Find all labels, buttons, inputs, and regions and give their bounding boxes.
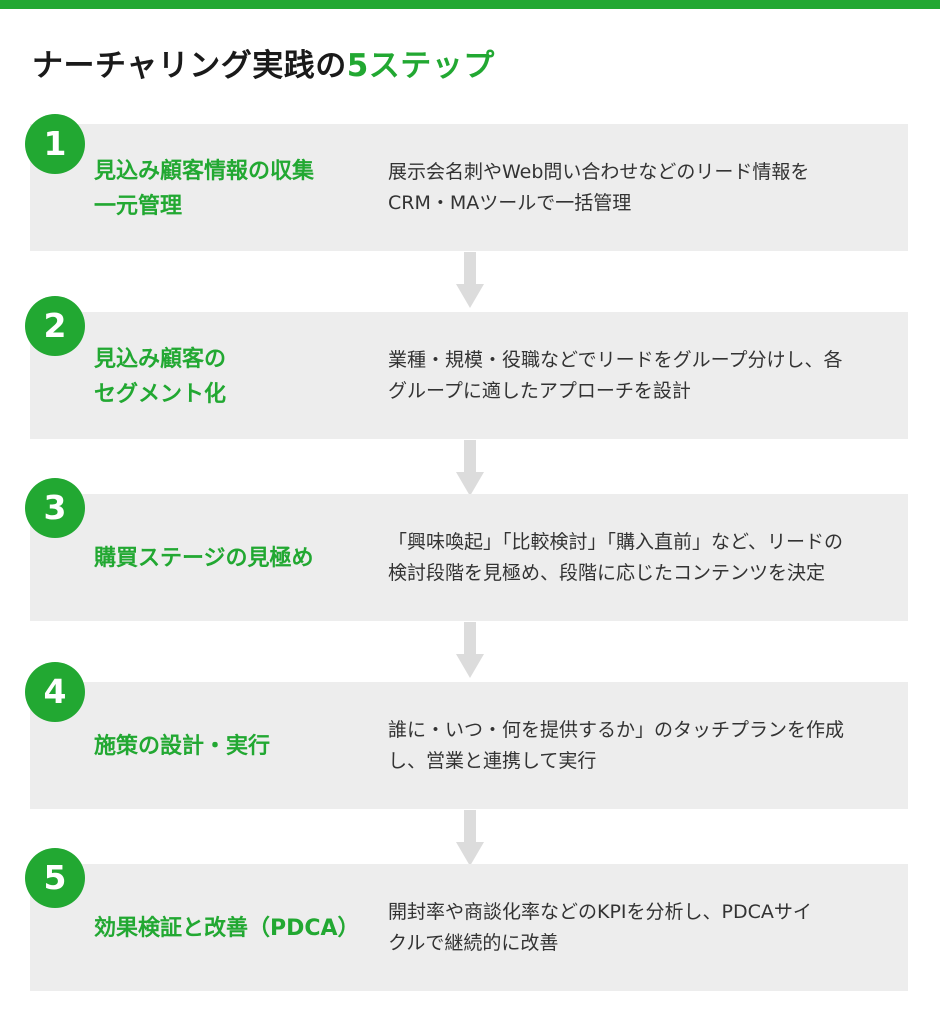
arrow-down-icon — [456, 622, 484, 678]
step-2-box: 見込み顧客の セグメント化 業種・規模・役職などでリードをグループ分けし、各 グ… — [30, 312, 908, 439]
top-accent-bar — [0, 0, 940, 9]
step-4-badge: 4 — [25, 662, 85, 722]
step-3-description: 「興味喚起」「比較検討」「購入直前」など、リードの 検討段階を見極め、段階に応じ… — [388, 531, 844, 584]
step-1-title: 見込み顧客情報の収集 一元管理 — [94, 159, 315, 219]
page-title-accent: 5ステップ — [346, 48, 495, 84]
arrow-down-icon — [456, 810, 484, 866]
page-title-main: ナーチャリング実践の — [32, 48, 347, 84]
step-1-description: 展示会名刺やWeb問い合わせなどのリード情報を CRM・MAツールで一括管理 — [388, 161, 810, 214]
step-1-badge: 1 — [25, 114, 85, 174]
step-2-badge: 2 — [25, 296, 85, 356]
step-4-box: 施策の設計・実行 誰に・いつ・何を提供するか」のタッチプランを作成 し、営業と連… — [30, 682, 908, 809]
step-5-box: 効果検証と改善（PDCA） 開封率や商談化率などのKPIを分析し、PDCAサイ … — [30, 864, 908, 991]
step-3-title: 購買ステージの見極め — [94, 546, 314, 572]
arrow-down-icon — [456, 252, 484, 308]
step-1-box: 見込み顧客情報の収集 一元管理 展示会名刺やWeb問い合わせなどのリード情報を … — [30, 124, 908, 251]
step-3-box: 購買ステージの見極め 「興味喚起」「比較検討」「購入直前」など、リードの 検討段… — [30, 494, 908, 621]
step-5-description: 開封率や商談化率などのKPIを分析し、PDCAサイ クルで継続的に改善 — [388, 901, 812, 954]
step-3-badge: 3 — [25, 478, 85, 538]
step-4-title: 施策の設計・実行 — [94, 734, 271, 760]
step-2-description: 業種・規模・役職などでリードをグループ分けし、各 グループに適したアプローチを設… — [388, 349, 843, 402]
step-5-title: 効果検証と改善（PDCA） — [94, 916, 360, 942]
step-4-description: 誰に・いつ・何を提供するか」のタッチプランを作成 し、営業と連携して実行 — [388, 719, 845, 772]
page-title: ナーチャリング実践の5ステップ — [32, 40, 495, 85]
arrow-down-icon — [456, 440, 484, 496]
step-5-badge: 5 — [25, 848, 85, 908]
step-2-title: 見込み顧客の セグメント化 — [94, 347, 227, 407]
